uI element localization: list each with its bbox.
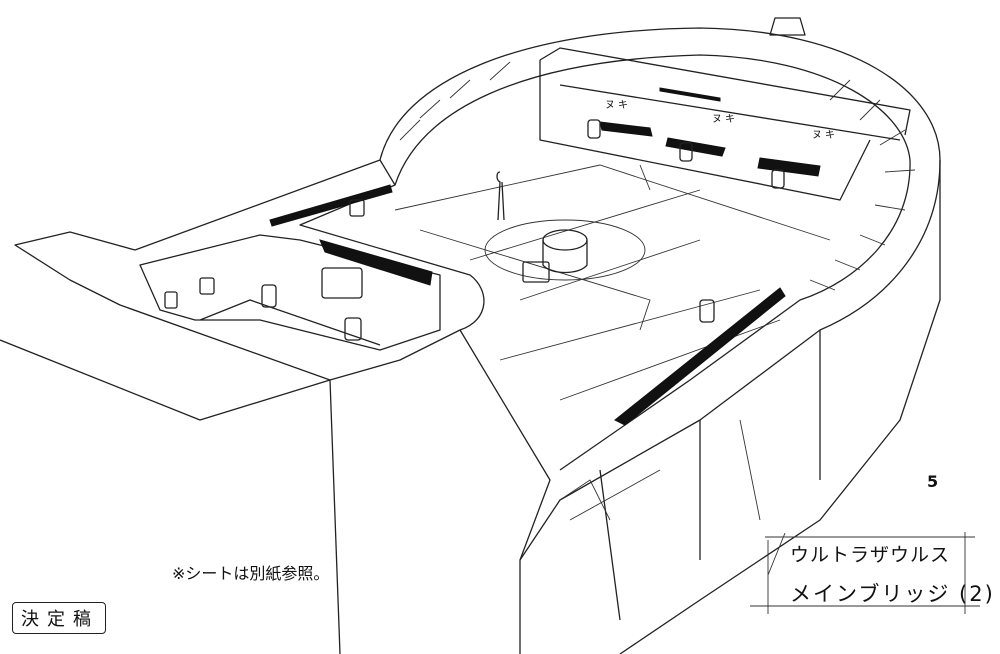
back-wall-console bbox=[539, 47, 911, 201]
hull-outer-rim bbox=[379, 27, 941, 654]
center-console-base bbox=[542, 240, 588, 274]
title-box-frame bbox=[750, 532, 980, 614]
floor-grid bbox=[394, 164, 831, 401]
final-draft-stamp: 決定稿 bbox=[12, 602, 106, 634]
hull-side-wall bbox=[599, 160, 941, 654]
center-console bbox=[542, 229, 588, 251]
console-strip-top bbox=[659, 87, 721, 102]
top-hatch bbox=[769, 17, 806, 36]
seats bbox=[164, 119, 785, 341]
left-deck-lower bbox=[0, 329, 551, 654]
panel-label: ヌキ bbox=[712, 114, 738, 125]
desk-1 bbox=[599, 121, 653, 137]
panel-label: ヌキ bbox=[812, 130, 838, 141]
floor-circle bbox=[484, 219, 646, 281]
panel-label: ヌキ bbox=[605, 100, 631, 111]
desk-3 bbox=[757, 157, 821, 177]
sheet-subtitle: メインブリッジ (2) bbox=[790, 582, 995, 606]
standing-figure bbox=[496, 171, 505, 221]
rim-steps bbox=[399, 61, 916, 291]
left-deck bbox=[14, 159, 485, 381]
page-number: 5 bbox=[927, 472, 939, 491]
seat-reference-note: ※シートは別紙参照。 bbox=[172, 564, 330, 583]
sheet-title: ウルトラザウルス bbox=[790, 544, 951, 566]
desk-2 bbox=[665, 137, 726, 157]
console-strip-left bbox=[319, 239, 433, 286]
hull-panels bbox=[559, 419, 761, 521]
hull-inner-rim bbox=[394, 54, 911, 471]
console-strip-right bbox=[614, 287, 786, 426]
console-strip-rear-left bbox=[269, 184, 393, 227]
left-room bbox=[139, 234, 441, 351]
